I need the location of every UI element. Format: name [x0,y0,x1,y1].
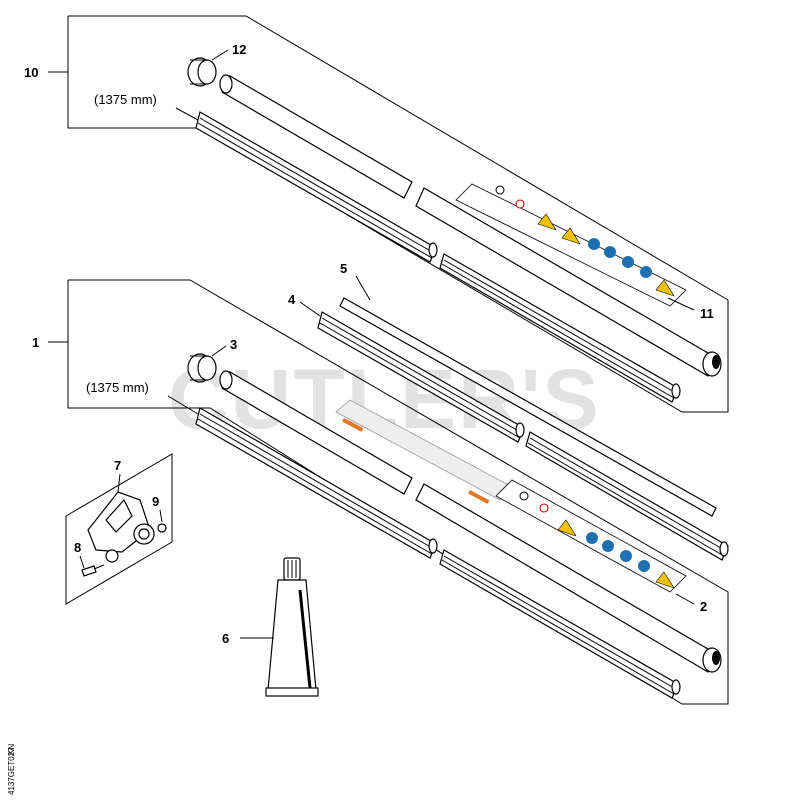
callout-3: 3 [230,337,237,352]
upper-drive-tube [219,74,722,377]
leader-upper-dimension [175,107,199,121]
warning-decal-part-2 [495,479,687,593]
callout-9: 9 [152,494,159,509]
clamp-part-7 [87,491,155,563]
leader-9 [159,509,163,523]
lower-length-dimension: (1375 mm) [86,380,149,395]
upper-shaft-assembly: 10 12 (1375 mm [24,15,729,413]
striped-decal [335,399,515,504]
image-code-suffix: KN [7,744,16,755]
callout-11: 11 [700,306,714,321]
leader-7 [117,473,121,493]
callout-2: 2 [700,599,707,614]
upper-length-dimension: (1375 mm) [94,92,157,107]
grease-tube-part-6 [265,557,319,697]
screw-part-8 [81,564,105,577]
grooved-tube-part-4 [317,311,729,561]
clamp-assembly: 7 9 8 [65,453,173,605]
leader-5 [355,275,371,301]
leader-12 [211,49,229,61]
warning-decal-part-11 [455,183,687,307]
sleeve-part-3 [187,353,217,383]
callout-5: 5 [340,261,347,276]
sleeve-part-12 [187,57,217,87]
leader-2 [675,593,695,605]
callout-8: 8 [74,540,81,555]
callout-4: 4 [288,292,296,307]
lower-grooved-tube [195,407,681,699]
callout-6: 6 [222,631,229,646]
leader-3 [211,345,227,357]
callout-10: 10 [24,65,38,80]
rod-part-5 [339,297,717,517]
leader-lower-dimension [167,395,199,415]
lower-assembly-frame [67,279,729,705]
clamp-frame [65,453,173,605]
nut-part-9 [157,523,167,533]
callout-12: 12 [232,42,246,57]
leader-11 [667,297,695,311]
upper-assembly-frame [67,15,729,413]
image-code: 4137GET027 [7,747,16,795]
callout-7: 7 [114,458,121,473]
lower-drive-tube [219,370,722,673]
lower-shaft-assembly: 1 3 5 4 [32,261,729,705]
callout-1: 1 [32,335,39,350]
leader-4 [299,301,321,317]
upper-grooved-tube [195,111,681,403]
leader-8 [79,555,85,569]
